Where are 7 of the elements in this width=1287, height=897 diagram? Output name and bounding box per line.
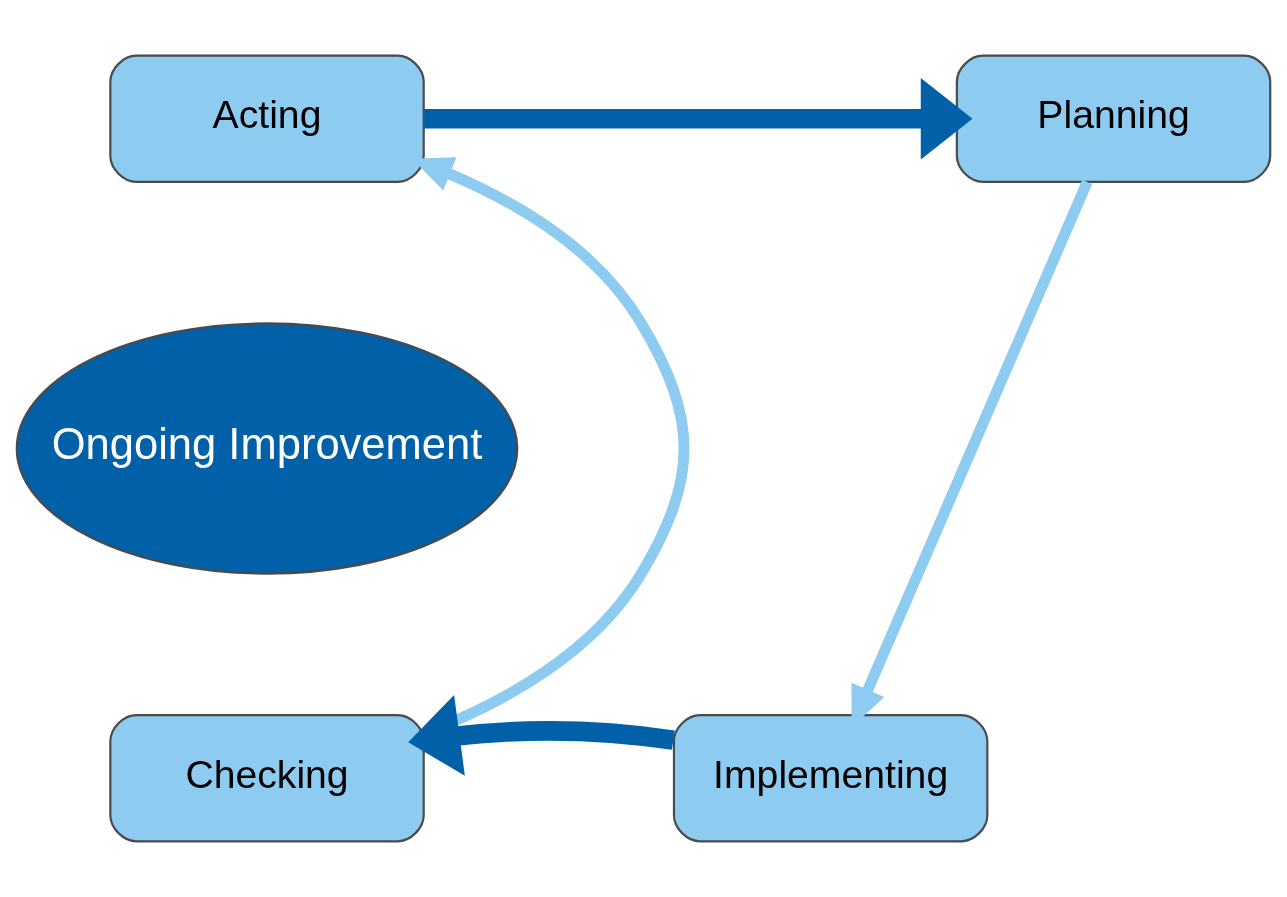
- node-box: Checking: [109, 714, 425, 843]
- node-box: Implementing: [672, 714, 989, 843]
- node-box: Acting: [109, 54, 425, 183]
- arrow: [408, 695, 675, 776]
- arrow: [424, 78, 973, 160]
- node-box: Planning: [955, 54, 1272, 183]
- node-ellipse: Ongoing Improvement: [15, 322, 519, 575]
